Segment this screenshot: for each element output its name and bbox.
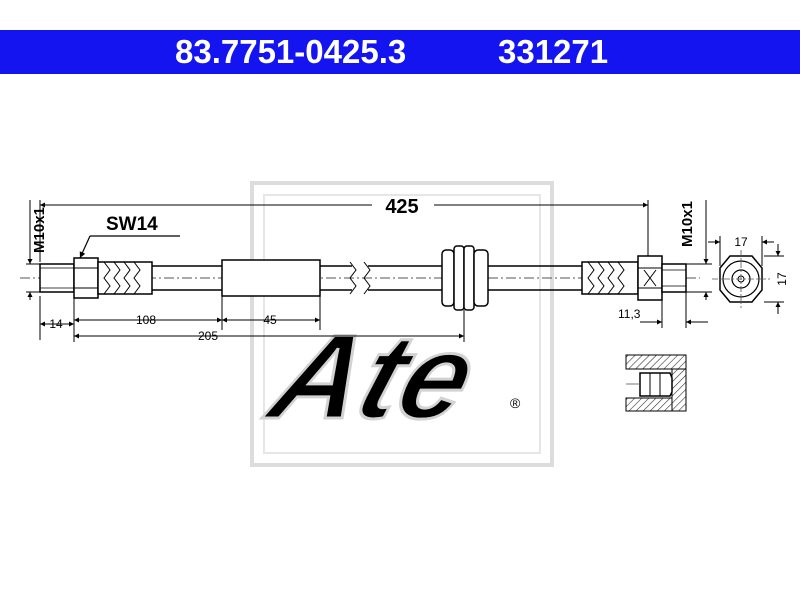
dim-14-label: 14 — [49, 317, 63, 331]
part-number: 83.7751-0425.3 — [175, 33, 407, 70]
section-detail — [625, 354, 687, 412]
reference-number: 331271 — [498, 33, 609, 70]
dim-thread-left: M10x1 — [26, 200, 48, 300]
header-bar: 83.7751-0425.3 331271 — [0, 30, 800, 74]
hose-break-mark — [349, 261, 357, 295]
dim-17-vertical: 17 — [764, 244, 789, 314]
watermark-frame-outer — [250, 181, 554, 467]
section-fitting-profile — [639, 372, 673, 397]
left-hex-nut — [73, 257, 99, 299]
dim-45: 45 — [222, 296, 321, 330]
right-female-thread — [661, 263, 687, 293]
dim-thread-right: M10x1 — [679, 200, 712, 300]
wrench-size-callout: SW14 — [79, 214, 180, 259]
watermark-registered-mark: ® — [510, 395, 521, 411]
dim-11-3: 11,3 — [618, 292, 708, 328]
hose-body — [152, 245, 582, 311]
dim-45-label: 45 — [263, 313, 277, 327]
section-hatched-bottom — [625, 397, 673, 412]
section-hatched-right — [671, 368, 687, 412]
dim-overall-length: 425 — [39, 196, 649, 262]
dim-14: 14 — [39, 296, 75, 340]
dim-205-label: 205 — [198, 329, 218, 343]
thread-right-label: M10x1 — [679, 201, 696, 247]
left-thread-stub — [39, 263, 75, 293]
wrench-size-label: SW14 — [106, 214, 158, 235]
protective-sleeve — [221, 259, 321, 297]
ate-watermark: Ate ® — [250, 181, 554, 467]
dim-11-3-label: 11,3 — [618, 307, 641, 321]
left-crimp-ferrule — [97, 261, 153, 295]
right-crimp-ferrule — [581, 261, 639, 295]
mounting-grommet — [441, 249, 455, 307]
dim-108: 108 — [74, 296, 223, 330]
left-fitting — [39, 257, 153, 299]
dim-17-vertical-label: 17 — [775, 272, 789, 286]
dim-17-horizontal-label: 17 — [734, 235, 748, 249]
thread-left-label: M10x1 — [31, 207, 48, 253]
watermark-logo-text: Ate — [253, 311, 493, 445]
watermark-frame-inner — [263, 194, 541, 454]
dim-17-horizontal: 17 — [708, 235, 774, 266]
right-fitting — [581, 255, 687, 301]
dim-205: 205 — [73, 296, 465, 343]
fitting-end-view — [712, 250, 770, 308]
dim-overall-length-label: 425 — [385, 196, 418, 218]
dim-108-label: 108 — [136, 313, 156, 327]
section-hatched-top — [625, 354, 687, 370]
